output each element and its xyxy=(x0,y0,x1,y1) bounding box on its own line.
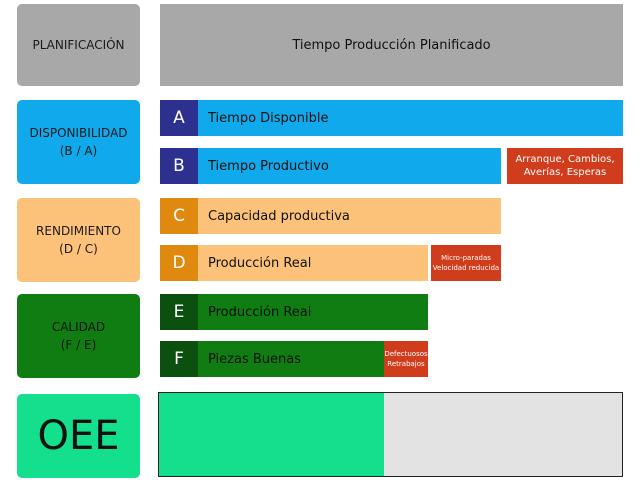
category-label: PLANIFICACIÓN xyxy=(32,38,125,52)
bar-label: Piezas Buenas xyxy=(208,351,301,367)
bar-label: Producción Real xyxy=(208,255,312,271)
loss-rendimiento: Micro-paradas Velocidad reducida xyxy=(431,245,501,281)
bar-b: B Tiempo Productivo xyxy=(160,148,501,184)
category-rendimiento: RENDIMIENTO (D / C) xyxy=(17,198,140,282)
loss-line: Defectuosos xyxy=(384,350,428,358)
bar-c: C Capacidad productiva xyxy=(160,198,501,234)
bar-letter: D xyxy=(160,245,198,281)
loss-calidad: Defectuosos Retrabajos xyxy=(384,341,428,377)
bar-label: Producción Real xyxy=(208,304,312,320)
planned-production-label: Tiempo Producción Planificado xyxy=(292,37,491,53)
category-label: OEE xyxy=(37,413,120,459)
planned-production-bar: Tiempo Producción Planificado xyxy=(160,4,623,86)
bar-label: Tiempo Disponible xyxy=(208,110,329,126)
bar-e: E Producción Real xyxy=(160,294,428,330)
bar-d: D Producción Real xyxy=(160,245,428,281)
bar-letter: A xyxy=(160,100,198,136)
category-calidad: CALIDAD (F / E) xyxy=(17,294,140,378)
bar-letter: F xyxy=(160,341,198,377)
bar-letter: C xyxy=(160,198,198,234)
loss-disponibilidad: Arranque, Cambios, Averías, Esperas xyxy=(507,148,623,184)
loss-line: Velocidad reducida xyxy=(432,264,500,272)
category-formula: (D / C) xyxy=(59,242,98,256)
category-formula: (F / E) xyxy=(60,338,97,352)
category-disponibilidad: DISPONIBILIDAD (B / A) xyxy=(17,100,140,184)
loss-line: Retrabajos xyxy=(387,360,425,368)
bar-letter: E xyxy=(160,294,198,330)
category-label: RENDIMIENTO xyxy=(36,224,121,238)
bar-letter: B xyxy=(160,148,198,184)
bar-label: Capacidad productiva xyxy=(208,208,350,224)
category-formula: (B / A) xyxy=(59,144,98,158)
loss-line: Averías, Esperas xyxy=(523,167,607,178)
bar-f: F Piezas Buenas xyxy=(160,341,384,377)
loss-line: Arranque, Cambios, xyxy=(515,154,615,165)
oee-bar xyxy=(158,392,623,477)
category-oee: OEE xyxy=(17,394,140,478)
bar-label: Tiempo Productivo xyxy=(208,158,329,174)
category-label: CALIDAD xyxy=(51,320,106,334)
category-planificacion: PLANIFICACIÓN xyxy=(17,4,140,86)
oee-bar-empty xyxy=(383,393,622,476)
oee-bar-fill xyxy=(159,393,384,476)
loss-line: Micro-paradas xyxy=(441,254,491,262)
category-label: DISPONIBILIDAD xyxy=(29,126,128,140)
bar-a: A Tiempo Disponible xyxy=(160,100,623,136)
